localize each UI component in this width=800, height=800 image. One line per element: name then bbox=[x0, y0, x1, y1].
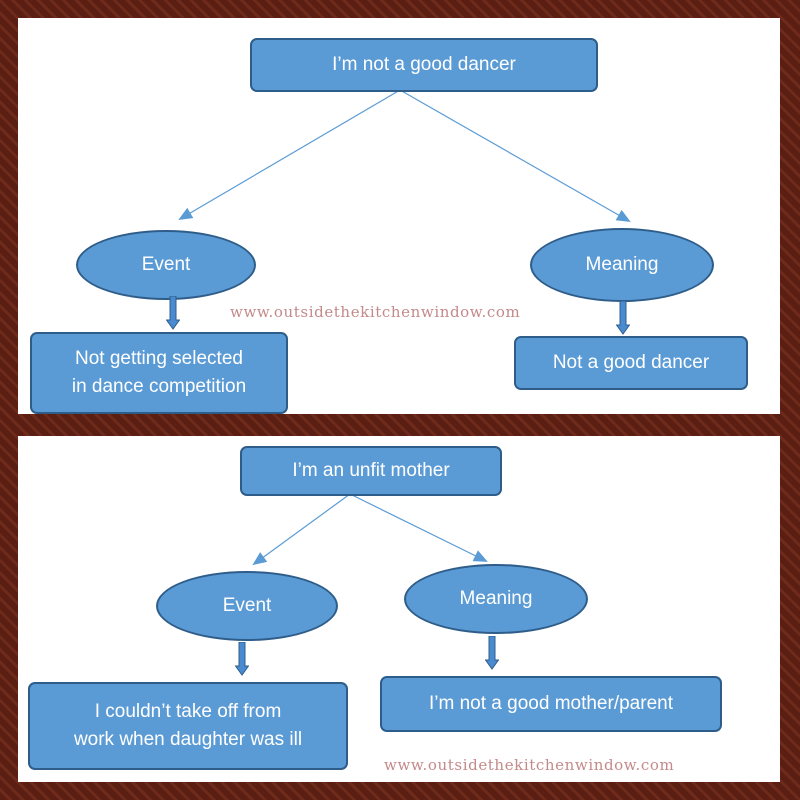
meaning-oval: Meaning bbox=[530, 228, 714, 302]
event-oval: Event bbox=[156, 571, 338, 641]
root-to-meaning-connector bbox=[399, 89, 631, 222]
meaning-detail-box: Not a good dancer bbox=[514, 336, 748, 390]
meaning-detail-box: I’m not a good mother/parent bbox=[380, 676, 722, 732]
root-box: I’m an unfit mother bbox=[240, 446, 502, 496]
root-label: I’m an unfit mother bbox=[292, 460, 450, 482]
meaning-label: Meaning bbox=[585, 254, 659, 275]
watermark-text: www.outsidethekitchenwindow.com bbox=[230, 303, 521, 321]
root-to-event-connector bbox=[178, 89, 401, 221]
root-to-event-connector bbox=[252, 493, 351, 566]
meaning-down-arrow-icon bbox=[485, 636, 499, 670]
meaning-oval: Meaning bbox=[404, 564, 588, 634]
event-label: Event bbox=[141, 254, 191, 275]
top-diagram-panel: I’m not a good dancer Event Meaning Not … bbox=[18, 18, 780, 414]
root-to-meaning-connector bbox=[349, 493, 488, 562]
meaning-detail-label: I’m not a good mother/parent bbox=[429, 693, 673, 715]
root-box: I’m not a good dancer bbox=[250, 38, 598, 92]
watermark-text: www.outsidethekitchenwindow.com bbox=[384, 756, 675, 774]
event-down-arrow-icon bbox=[235, 642, 249, 676]
meaning-label: Meaning bbox=[459, 588, 533, 609]
bottom-diagram-panel: I’m an unfit mother Event Meaning I coul… bbox=[18, 436, 780, 782]
event-detail-line-2: work when daughter was ill bbox=[73, 729, 303, 750]
event-detail-line-1: I couldn’t take off from bbox=[94, 701, 282, 723]
meaning-down-arrow-icon bbox=[616, 301, 630, 335]
meaning-detail-label: Not a good dancer bbox=[552, 352, 710, 374]
event-label: Event bbox=[222, 595, 272, 616]
event-oval: Event bbox=[76, 230, 256, 300]
root-label: I’m not a good dancer bbox=[332, 54, 516, 76]
event-detail-line-2: in dance competition bbox=[71, 376, 247, 397]
event-down-arrow-icon bbox=[166, 296, 180, 330]
event-detail-line-1: Not getting selected bbox=[75, 348, 243, 370]
event-detail-box: I couldn’t take off from work when daugh… bbox=[28, 682, 348, 770]
event-detail-box: Not getting selected in dance competitio… bbox=[30, 332, 288, 414]
